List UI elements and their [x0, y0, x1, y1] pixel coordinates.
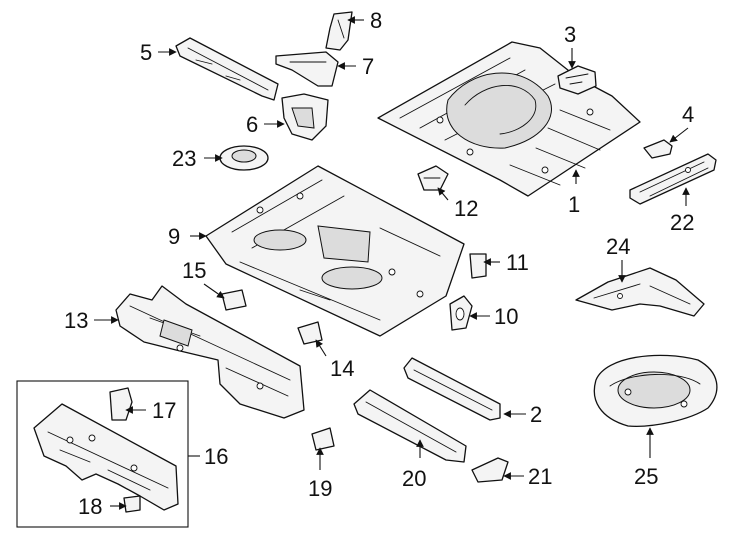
part-10-mount: [449, 295, 473, 331]
part-7-reinforcement: [275, 51, 339, 87]
part-2-cross-rail: [403, 357, 501, 421]
part-20-cross-rail: [353, 389, 467, 463]
callout-18: 18: [78, 494, 102, 519]
part-25-spare-tub: [593, 354, 718, 427]
part-1-rear-floor-pan: [377, 41, 641, 197]
leader-lines: [94, 16, 690, 510]
callout-8: 8: [370, 8, 382, 33]
part-13-floor-section: [115, 285, 305, 419]
callout-4: 4: [682, 102, 694, 127]
part-23-cap: [219, 145, 269, 171]
callout-12: 12: [454, 196, 478, 221]
inset-frame: [16, 380, 189, 528]
callout-19: 19: [308, 476, 332, 501]
callout-11: 11: [506, 250, 529, 275]
callouts: 1 2 3 4 5 6 7 8 9 10 11 12 13 14 15 16 1…: [64, 8, 694, 519]
part-4-clip: [643, 139, 673, 159]
callout-9: 9: [168, 224, 180, 249]
leader-4: [669, 127, 689, 143]
part-22-cross-member: [629, 153, 717, 205]
callout-14: 14: [330, 356, 354, 381]
part-24-bracket: [575, 267, 705, 317]
part-3-bracket: [557, 65, 597, 95]
part-5-rail: [175, 37, 279, 101]
callout-21: 21: [528, 464, 552, 489]
part-9-floor-pan: [205, 165, 465, 337]
part-16-crossmember: [33, 403, 179, 511]
callout-6: 6: [246, 112, 258, 137]
callout-3: 3: [564, 22, 576, 47]
callout-13: 13: [64, 308, 88, 333]
leader-15: [203, 283, 225, 299]
part-8-bracket: [325, 11, 353, 51]
callout-20: 20: [402, 466, 426, 491]
callout-17: 17: [152, 398, 176, 423]
callout-7: 7: [362, 54, 374, 79]
callout-23: 23: [172, 146, 196, 171]
part-6-bracket: [281, 93, 329, 141]
part-11-clip: [469, 253, 487, 279]
callout-10: 10: [494, 304, 518, 329]
callout-2: 2: [530, 402, 542, 427]
callout-16: 16: [204, 444, 228, 469]
callout-22: 22: [670, 210, 694, 235]
part-18-clip: [123, 495, 141, 513]
callout-25: 25: [634, 464, 658, 489]
part-15-bracket: [221, 289, 247, 311]
part-14-bracket: [297, 321, 323, 345]
part-12-bracket: [417, 165, 449, 191]
part-21-bracket: [471, 457, 509, 483]
callout-24: 24: [606, 234, 630, 259]
callout-5: 5: [140, 40, 152, 65]
part-19-bracket: [311, 427, 335, 451]
leader-12: [437, 187, 449, 201]
inset-16: [16, 380, 189, 528]
callout-1: 1: [568, 192, 580, 217]
callout-15: 15: [182, 258, 206, 283]
part-17-bracket: [109, 387, 133, 421]
leader-14: [315, 339, 327, 357]
